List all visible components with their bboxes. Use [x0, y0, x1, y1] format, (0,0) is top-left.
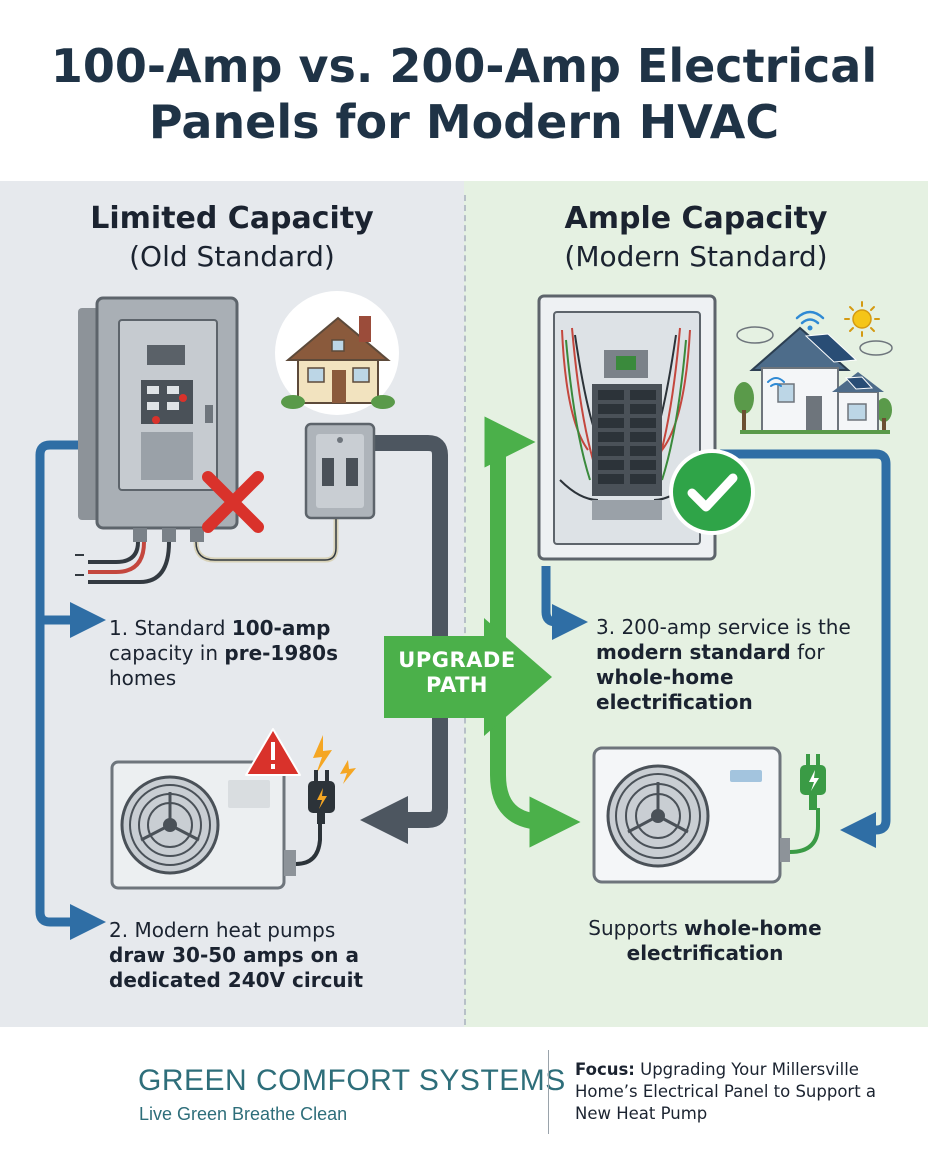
- left-heading-block: Limited Capacity (Old Standard): [0, 200, 464, 276]
- switch-box: [304, 422, 376, 520]
- page-title: 100-Amp vs. 200-Amp Electrical Panels fo…: [50, 39, 878, 149]
- upgrade-path-label: UPGRADE PATH: [398, 648, 516, 697]
- warning-icon: [245, 728, 301, 776]
- breaker-grid: [598, 390, 656, 484]
- brand-name: GREEN COMFORT SYSTEMS: [138, 1064, 566, 1097]
- dark-feed-arrow: [360, 435, 448, 844]
- right-flow-arrows: [541, 449, 891, 848]
- house-icon: [275, 291, 399, 415]
- right-heading: Ample Capacity: [564, 201, 828, 236]
- solar-panel-icon: [804, 333, 874, 390]
- fan-icon: [140, 792, 200, 842]
- left-subheading: (Old Standard): [129, 240, 335, 273]
- sun-icon: [844, 301, 880, 337]
- lightning-icon: [313, 735, 356, 784]
- right-subheading: (Modern Standard): [564, 240, 828, 273]
- plug-icon: [308, 770, 335, 824]
- footer-divider: [548, 1050, 549, 1134]
- step-2-text: 2. Modern heat pumps draw 30-50 amps on …: [109, 918, 364, 992]
- step-1-text: 1. Standard 100-amp capacity in pre-1980…: [109, 616, 339, 690]
- modern-electrical-panel: [537, 294, 717, 561]
- smart-house-illustration: [734, 326, 892, 434]
- footer: [0, 1027, 928, 1152]
- cloud-icon: [736, 326, 893, 356]
- step-3-text: 3. 200-amp service is the modern standar…: [596, 615, 851, 714]
- old-electrical-panel: [75, 296, 339, 584]
- right-heading-block: Ample Capacity (Modern Standard): [464, 200, 928, 276]
- old-heat-pump: [110, 760, 322, 890]
- plug-icon: [800, 754, 826, 810]
- focus-note: Focus: Upgrading Your Millersville Home’…: [575, 1060, 877, 1123]
- modern-heat-pump: [592, 746, 820, 884]
- supports-text: Supports whole-home electrification: [588, 916, 822, 965]
- column-divider: [464, 195, 466, 1025]
- green-flow-arrows: [484, 416, 581, 848]
- brand-tagline: Live Green Breathe Clean: [139, 1104, 348, 1124]
- tree-icon: [734, 382, 892, 432]
- left-heading: Limited Capacity: [90, 201, 374, 236]
- fan-icon: [627, 782, 689, 834]
- left-flow-arrows: [35, 440, 106, 940]
- upgrade-path-arrow: [384, 618, 552, 736]
- x-mark-icon: [202, 471, 264, 533]
- wifi-icon: [767, 310, 825, 387]
- checkmark-icon: [669, 449, 755, 535]
